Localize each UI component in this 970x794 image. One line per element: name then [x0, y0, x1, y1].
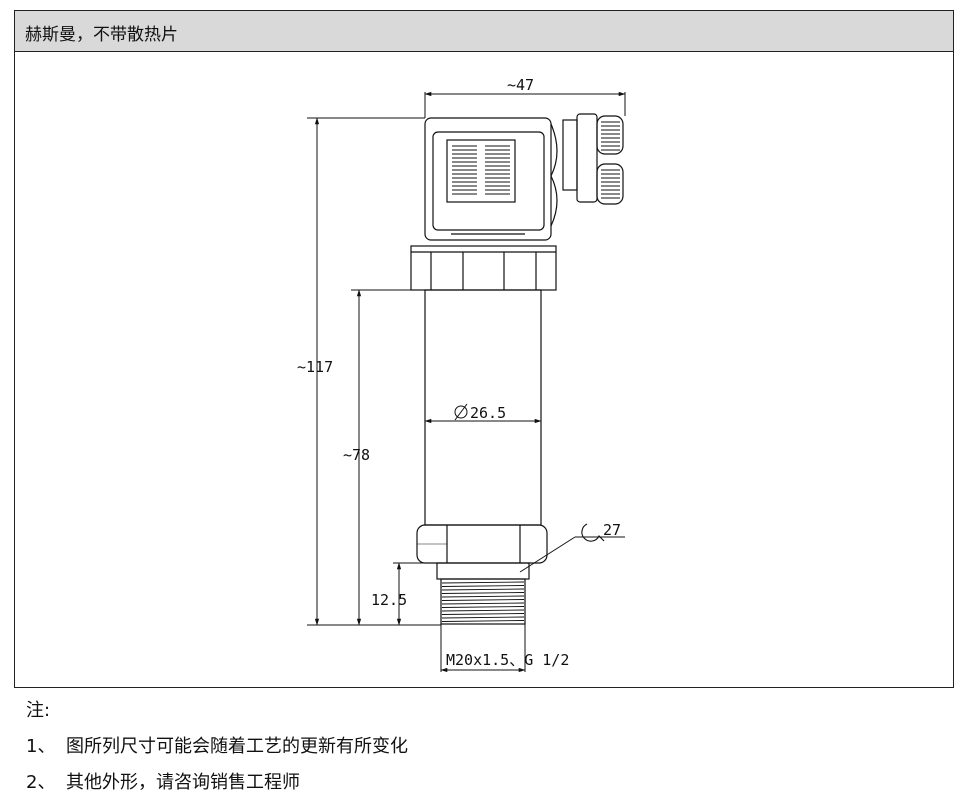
dim-total-height: ~117	[297, 358, 333, 376]
technical-drawing: ~47 ~117 ~78 26.5 27 12.5 M20x1.5、G 1/2	[297, 76, 626, 673]
note-text: 其他外形，请咨询销售工程师	[66, 772, 300, 793]
hex-nut-bottom	[416, 524, 548, 564]
note-number: 2、	[26, 772, 56, 793]
wrench-icon	[581, 523, 605, 542]
hatch-line	[441, 592, 525, 594]
notes-heading: 注:	[26, 700, 51, 721]
dim-body-height: ~78	[343, 446, 370, 464]
hex-nut-top	[410, 245, 557, 291]
hatch-line	[441, 595, 525, 598]
hatch-line	[441, 613, 525, 615]
drawing-title: 赫斯曼，不带散热片	[25, 25, 178, 45]
connector-head	[424, 117, 558, 241]
thread	[440, 578, 526, 625]
neck	[436, 562, 530, 580]
hatch-line	[441, 620, 525, 622]
note-number: 1、	[26, 736, 56, 757]
note-item: 1、图所列尺寸可能会随着工艺的更新有所变化	[26, 732, 408, 758]
dim-wrench: 27	[603, 521, 621, 539]
hatch-line	[441, 609, 525, 612]
frame-header: 赫斯曼，不带散热片	[15, 11, 953, 52]
cable-gland	[562, 113, 624, 205]
hatch-line	[441, 588, 525, 591]
note-item: 2、其他外形，请咨询销售工程师	[26, 768, 300, 794]
diameter-label: 26.5	[454, 403, 506, 422]
hatch-line	[441, 606, 525, 608]
dim-width: ~47	[507, 76, 534, 94]
dim-thread: M20x1.5、G 1/2	[446, 651, 569, 669]
dim-diameter: 26.5	[470, 404, 506, 422]
drawing-frame: 赫斯曼，不带散热片	[14, 10, 954, 688]
note-text: 图所列尺寸可能会随着工艺的更新有所变化	[66, 736, 408, 757]
hatch-line	[441, 581, 525, 584]
hatch-line	[441, 616, 525, 619]
hatch-line	[441, 599, 525, 601]
dim-thread-length: 12.5	[371, 591, 407, 609]
hatch-line	[441, 585, 525, 587]
hatch-line	[441, 602, 525, 605]
